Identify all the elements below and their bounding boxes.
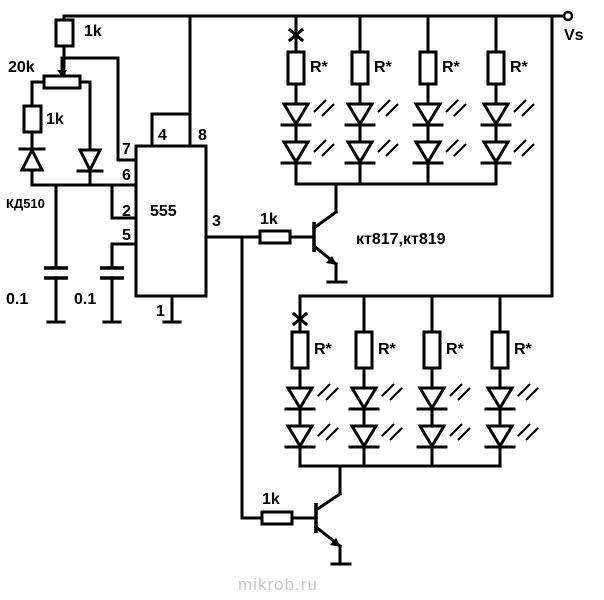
wiper-arrow [57, 70, 67, 77]
label-pin6: 6 [122, 167, 131, 184]
diode-right [77, 148, 103, 174]
timing-network [18, 14, 192, 324]
supply-terminal [562, 10, 574, 22]
transistor-top [240, 182, 348, 284]
label-c2: 0.1 [74, 291, 96, 308]
label-diode-type: КД510 [6, 196, 45, 211]
resistor-1k-top [54, 18, 75, 48]
label-pin8: 8 [198, 127, 207, 144]
diode-left [19, 146, 45, 172]
label-led-r-bot-2: R* [378, 341, 397, 358]
label-pin2: 2 [122, 203, 131, 220]
label-c1: 0.1 [6, 291, 28, 308]
ic-555 [134, 14, 262, 324]
label-led-r-top-3: R* [442, 59, 461, 76]
label-pin5: 5 [122, 227, 131, 244]
label-led-r-top-4: R* [510, 59, 529, 76]
label-ic: 555 [150, 203, 177, 220]
label-pin7: 7 [122, 141, 131, 158]
label-led-r-bot-3: R* [446, 341, 465, 358]
label-r-base2: 1k [262, 491, 280, 508]
label-led-r-bot-4: R* [514, 341, 533, 358]
watermark: mikrob.ru [238, 575, 318, 594]
label-pin1: 1 [156, 303, 165, 320]
label-pin4: 4 [158, 127, 167, 144]
label-pin3: 3 [212, 213, 221, 230]
label-supply: Vs [564, 27, 584, 44]
label-led-r-top-2: R* [374, 59, 393, 76]
label-transistor: кт817,кт819 [356, 231, 446, 248]
resistor-1k-left [22, 104, 43, 134]
label-r-base1: 1k [260, 211, 278, 228]
label-led-r-top-1: R* [310, 59, 329, 76]
potentiometer-20k [42, 74, 82, 90]
led-bank-top [280, 14, 535, 186]
supply-rail [188, 10, 574, 298]
label-r-left: 1k [46, 111, 64, 128]
transistor-bottom [240, 235, 352, 566]
label-led-r-bot-1: R* [314, 341, 333, 358]
label-pot: 20k [8, 59, 35, 76]
led-bank-bottom [284, 294, 539, 468]
label-r-top: 1k [84, 23, 102, 40]
